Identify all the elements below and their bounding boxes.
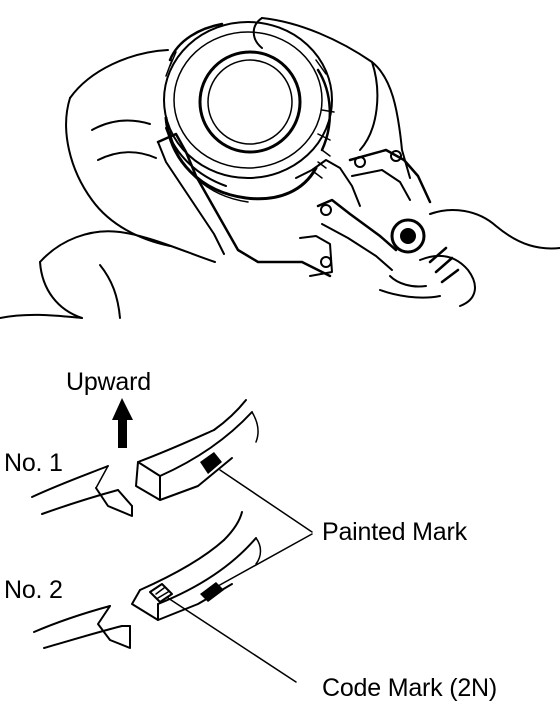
left-hand-outline	[69, 49, 169, 99]
tool-pivot-bolt	[390, 218, 426, 254]
ring-no2	[33, 511, 262, 649]
upward-label: Upward	[66, 368, 151, 396]
arrow-up-icon	[112, 398, 133, 448]
leader-painted-mark-no1	[219, 469, 313, 533]
tool-handle-upper	[348, 148, 432, 204]
piston-crown	[163, 21, 333, 179]
code-mark-label: Code Mark (2N)	[322, 674, 497, 702]
expander-tool	[156, 132, 332, 278]
ring-expander-illustration	[0, 17, 560, 319]
code-mark-box	[149, 583, 173, 603]
painted-mark-no1	[200, 452, 222, 474]
ring-no1-label: No. 1	[4, 449, 63, 477]
painted-mark-label: Painted Mark	[322, 518, 468, 546]
ring-no2-label: No. 2	[4, 576, 63, 604]
tool-handle-lower	[316, 198, 398, 252]
leader-painted-mark-no2	[217, 533, 313, 587]
leader-lines	[167, 469, 313, 683]
ring-orientation-diagram: Upward No. 1 No. 2 Painted Mark Code Mar…	[4, 368, 497, 702]
right-hand-outline	[261, 17, 411, 179]
painted-mark-no2	[200, 582, 224, 602]
lower-hand-outline	[429, 209, 560, 250]
ring-no1	[31, 399, 259, 517]
leader-code-mark	[167, 597, 297, 683]
